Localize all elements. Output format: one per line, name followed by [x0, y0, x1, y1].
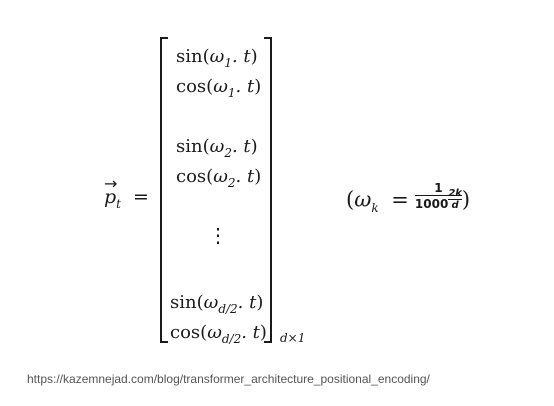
vector-arrow: →	[104, 174, 118, 193]
matrix-dimension: d×1	[280, 331, 306, 345]
denominator-base: 1000	[414, 197, 449, 212]
rhs-open-paren: (	[346, 187, 355, 212]
lhs-vector-symbol: pt	[104, 186, 121, 211]
fraction-numerator: 1	[434, 181, 443, 195]
rhs-equals: =	[391, 187, 409, 212]
vertical-ellipsis: ⋮	[208, 223, 228, 247]
rhs-omega: ω	[354, 187, 372, 212]
vector-entry-3: sin(ω2. t)	[176, 136, 258, 160]
right-bracket	[264, 37, 272, 343]
left-bracket	[160, 37, 168, 343]
vector-entry-5: sin(ωd/2. t)	[170, 292, 264, 316]
rhs-close-paren: )	[461, 187, 471, 212]
matrix-brackets	[160, 37, 272, 343]
vector-entry-1: sin(ω1. t)	[176, 46, 258, 70]
vector-entry-6: cos(ωd/2. t)	[170, 322, 267, 346]
source-url: https://kazemnejad.com/blog/transformer_…	[27, 372, 430, 386]
exponent-denominator: d	[451, 200, 459, 212]
lhs-subscript: t	[116, 197, 121, 211]
equals-sign: =	[133, 186, 149, 208]
vector-entry-4: cos(ω2. t)	[176, 166, 262, 190]
vector-entry-2: cos(ω1. t)	[176, 76, 262, 100]
fraction-line	[414, 195, 462, 197]
exponent-numerator: 2k	[448, 188, 462, 200]
lhs-symbol: p	[104, 186, 117, 208]
rhs-subscript: k	[371, 200, 379, 215]
